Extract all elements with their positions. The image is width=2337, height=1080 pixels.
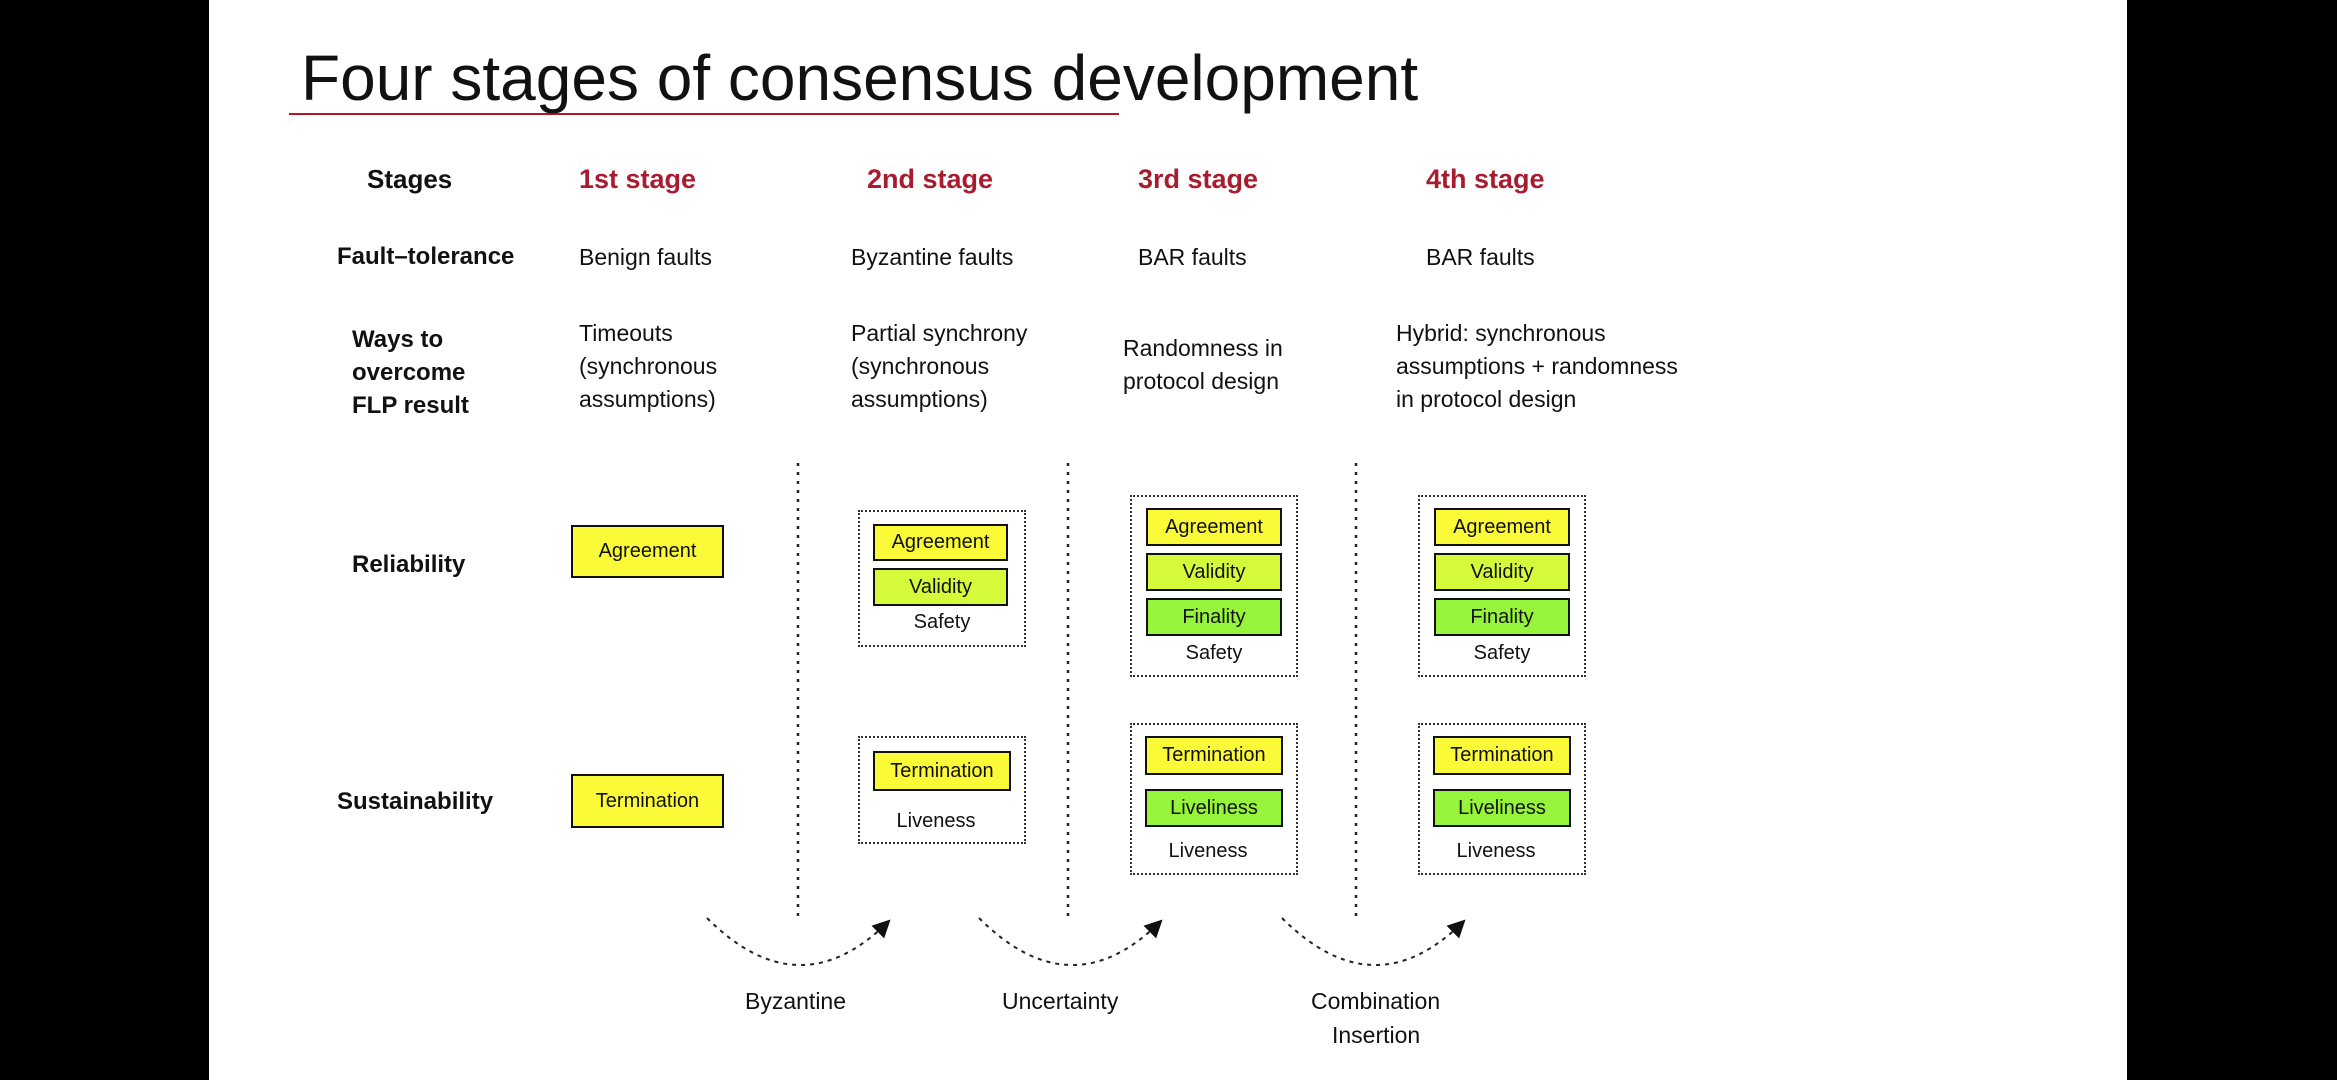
stage-1-fault: Benign faults: [579, 244, 712, 270]
stage-1-ways-line2: (synchronous: [579, 353, 718, 379]
stage-1-ways-line3: assumptions): [579, 386, 716, 412]
stage-1-termination-box: Termination: [571, 774, 724, 828]
transition-arrow-combination: [1281, 917, 1466, 966]
stage-4-heading: 4th stage: [1426, 164, 1545, 194]
stage-2-ways-line3: assumptions): [851, 386, 988, 412]
stage-4-ways-line1: Hybrid: synchronous: [1396, 320, 1606, 346]
stage-4-agreement-box: Agreement: [1434, 508, 1570, 546]
stage-3-fault: BAR faults: [1138, 244, 1247, 270]
row-label-ways-line2: overcome: [352, 359, 466, 386]
stage-4-safety-group: [1418, 495, 1586, 677]
stage-4-liveness-group: [1418, 723, 1586, 875]
stage-3-finality-box: Finality: [1146, 598, 1282, 636]
transition-arrow-byzantine: [706, 917, 891, 966]
stage-4-termination-box: Termination: [1433, 736, 1571, 775]
stage-3-safety-label: Safety: [1185, 642, 1243, 664]
stage-3-ways-line1: Randomness in: [1123, 335, 1283, 361]
stage-3-liveliness-box: Liveliness: [1145, 789, 1283, 827]
stage-3-termination-box: Termination: [1145, 736, 1283, 775]
stage-2-ways-line2: (synchronous: [851, 353, 990, 379]
stage-2-liveness-label: Liveness: [896, 810, 976, 832]
stage-4-fault: BAR faults: [1426, 244, 1535, 270]
transition-label-uncertainty: Uncertainty: [1002, 988, 1119, 1014]
row-label-sustainability: Sustainability: [337, 788, 494, 815]
slide-title: Four stages of consensus development: [301, 42, 1419, 114]
row-label-stages: Stages: [367, 164, 453, 194]
transition-arrow-uncertainty: [978, 917, 1163, 966]
stage-4-ways-line2: assumptions + randomness: [1396, 353, 1678, 379]
stage-2-heading: 2nd stage: [867, 164, 994, 194]
stage-2-agreement-box: Agreement: [873, 524, 1008, 561]
transition-label-byzantine: Byzantine: [745, 988, 847, 1014]
stage-3-agreement-box: Agreement: [1146, 508, 1282, 546]
stage-2-validity-box: Validity: [873, 568, 1008, 606]
stage-2-safety-group: [858, 510, 1026, 647]
stage-3-validity-box: Validity: [1146, 553, 1282, 591]
slide: Four stages of consensus development Sta…: [209, 0, 2127, 1080]
stage-2-fault: Byzantine faults: [851, 244, 1014, 270]
stage-1-agreement-box: Agreement: [571, 525, 724, 578]
row-label-fault-tolerance: Fault–tolerance: [337, 243, 515, 270]
row-label-reliability: Reliability: [352, 551, 466, 578]
stage-2-safety-label: Safety: [913, 611, 971, 633]
stage-2-liveness-group: [858, 736, 1026, 844]
row-label-ways-line3: FLP result: [352, 392, 469, 419]
stage-3-ways-line2: protocol design: [1123, 368, 1279, 394]
stage-4-finality-box: Finality: [1434, 598, 1570, 636]
transition-label-combination: Combination: [1311, 988, 1441, 1014]
stage-4-validity-box: Validity: [1434, 553, 1570, 591]
stage-4-liveness-label: Liveness: [1456, 840, 1536, 862]
stage-2-ways-line1: Partial synchrony: [851, 320, 1028, 346]
connectors: [289, 113, 1466, 966]
transition-label-insertion: Insertion: [1332, 1022, 1421, 1048]
stage-4-safety-label: Safety: [1473, 642, 1531, 664]
stage-3-safety-group: [1130, 495, 1298, 677]
row-label-ways-line1: Ways to: [352, 326, 444, 353]
stage-2-termination-box: Termination: [873, 751, 1011, 791]
stage-3-liveness-group: [1130, 723, 1298, 875]
stage-4-ways-line3: in protocol design: [1396, 386, 1577, 412]
stage-1-heading: 1st stage: [579, 164, 697, 194]
stage-3-liveness-label: Liveness: [1168, 840, 1248, 862]
stage-3-heading: 3rd stage: [1138, 164, 1259, 194]
stage-4-liveliness-box: Liveliness: [1433, 789, 1571, 827]
stage-1-ways-line1: Timeouts: [579, 320, 673, 346]
